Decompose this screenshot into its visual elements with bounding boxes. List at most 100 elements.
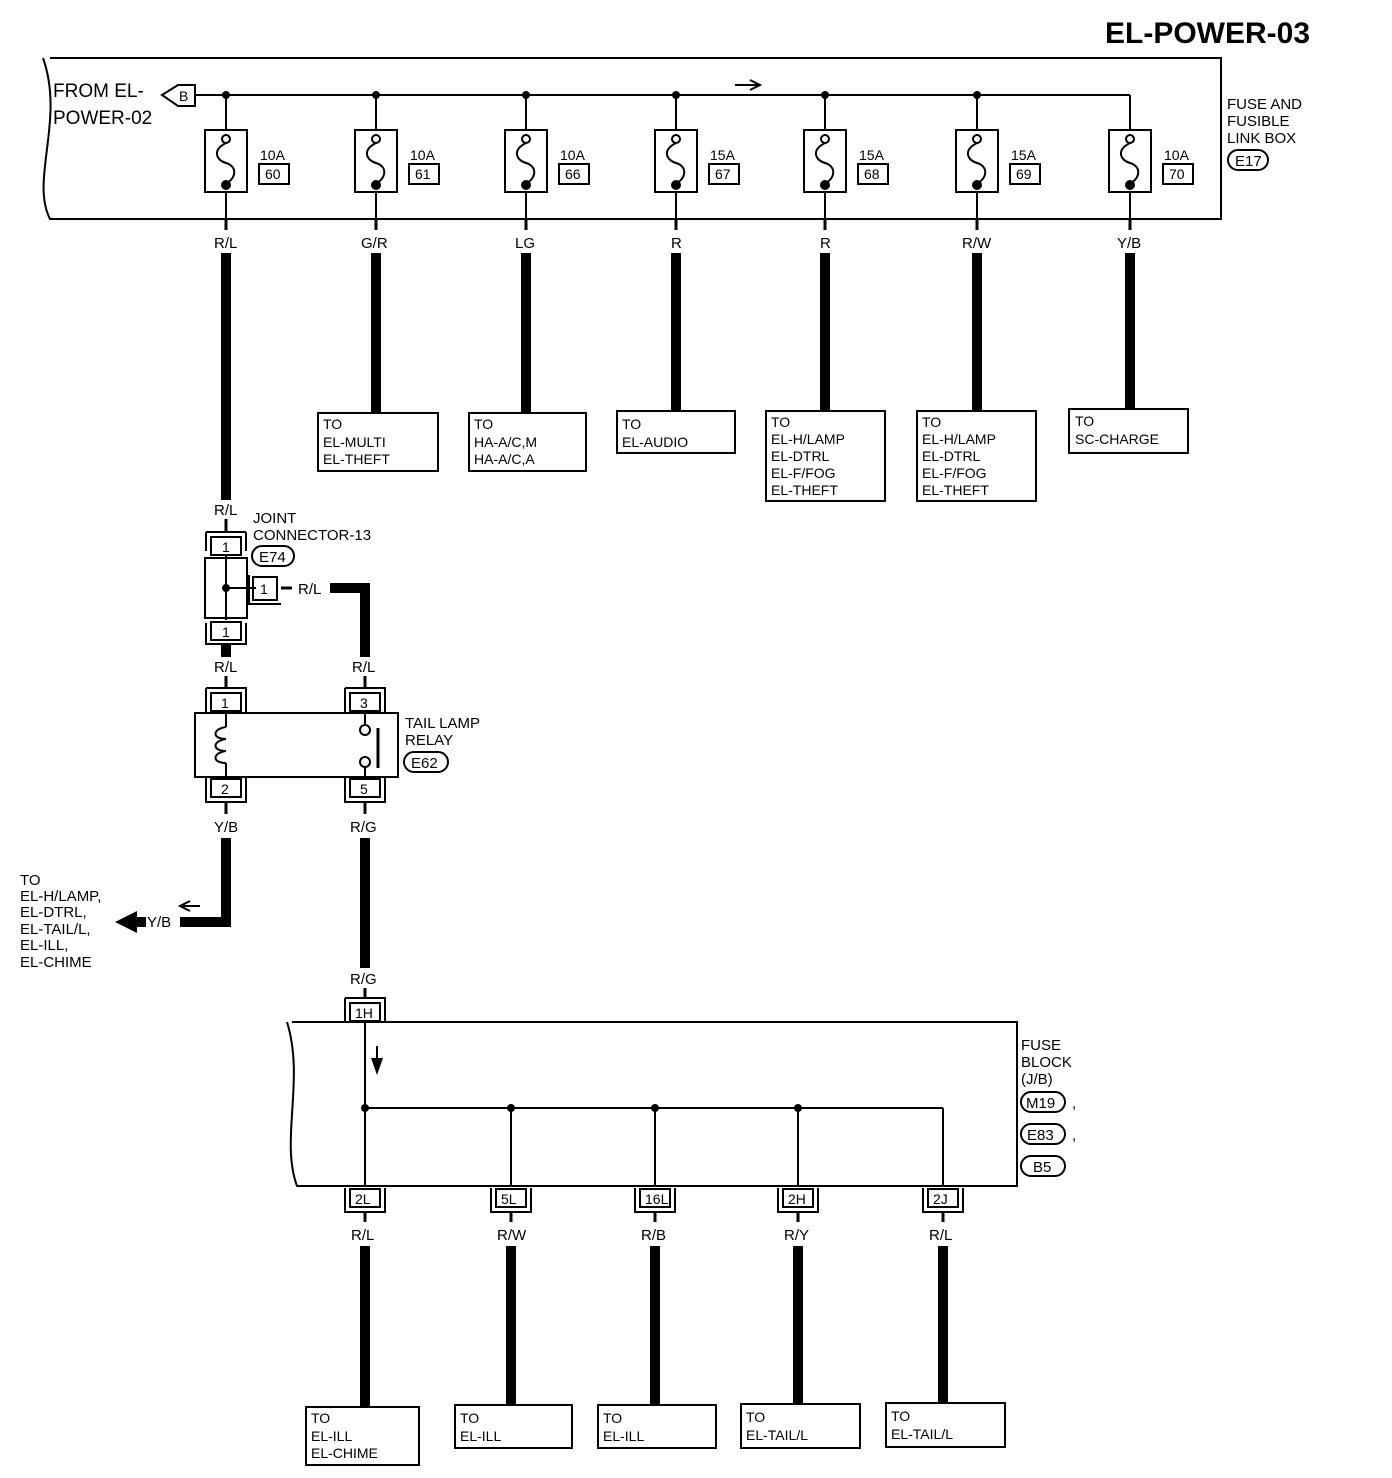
- dest-box-ill-1: TO EL-ILL: [454, 1404, 573, 1449]
- page-title: EL-POWER-03: [1105, 17, 1310, 50]
- dest-box-tail-1: TO EL-TAIL/L: [740, 1403, 861, 1449]
- dest-box-headlamp-1: TO EL-H/LAMP EL-DTRL EL-F/FOG EL-THEFT: [765, 410, 886, 502]
- fuseblock-label-line1: FUSE: [1021, 1037, 1061, 1054]
- joint-wire-side: R/L: [298, 581, 321, 598]
- svg-text:EL-DTRL: EL-DTRL: [771, 448, 830, 464]
- output-wire: R/B: [641, 1227, 666, 1244]
- output-pin: 2L: [355, 1191, 371, 1207]
- relay-pin5-wire: R/G: [350, 819, 377, 836]
- fuseblock-connector-e83: E83 ,: [1020, 1123, 1076, 1145]
- fuse-bus: [195, 79, 1131, 130]
- fuse-number: 69: [1016, 166, 1032, 182]
- left-arrow-head: [115, 911, 137, 933]
- fuse-amp: 10A: [260, 147, 286, 163]
- fuse-link-box: [42, 57, 1222, 220]
- svg-text:EL-THEFT: EL-THEFT: [771, 482, 838, 498]
- svg-text:TO: TO: [323, 416, 342, 432]
- svg-text:TO: TO: [746, 1409, 765, 1425]
- from-connector-arrow: B: [160, 84, 196, 107]
- fuse-amp: 10A: [1164, 147, 1190, 163]
- fuse-box-connector: E17: [1235, 153, 1262, 170]
- svg-text:EL-H/LAMP: EL-H/LAMP: [922, 431, 996, 447]
- fuseblock-flow-arrow: [371, 1058, 383, 1075]
- fuseblock-output-5L: 5LR/W: [490, 1188, 532, 1405]
- fuse-69-wire: R/W: [962, 235, 992, 252]
- fuseblock-output-16L: 16L R/B: [634, 1188, 676, 1405]
- fuseblock-input-pin: 1H: [355, 1005, 373, 1021]
- wire-relay-to-left: [180, 838, 231, 927]
- output-wire: R/L: [929, 1227, 952, 1244]
- output-wire: R/Y: [784, 1227, 809, 1244]
- svg-text:TO: TO: [603, 1410, 622, 1426]
- svg-text:,: ,: [1072, 1127, 1076, 1144]
- svg-text:,: ,: [1072, 1095, 1076, 1112]
- svg-text:SC-CHARGE: SC-CHARGE: [1075, 431, 1159, 447]
- dest-box-tail-2: TO EL-TAIL/L: [885, 1402, 1006, 1448]
- joint-connector-badge: E74: [251, 545, 295, 567]
- svg-text:EL-CHIME: EL-CHIME: [20, 954, 92, 971]
- svg-text:EL-TAIL/L: EL-TAIL/L: [746, 1427, 808, 1443]
- fuse-number: 66: [565, 166, 581, 182]
- fuseblock-connector-b5: B5: [1020, 1155, 1066, 1177]
- dest-box-hvac: TO HA-A/C,M HA-A/C,A: [468, 412, 587, 472]
- fuseblock-output-2J: 2J R/L: [922, 1188, 964, 1403]
- joint-label-line1: JOINT: [253, 510, 296, 527]
- dest-box-headlamp-2: TO EL-H/LAMP EL-DTRL EL-F/FOG EL-THEFT: [916, 410, 1037, 502]
- svg-text:TO: TO: [20, 872, 41, 889]
- left-destination-text: TO EL-H/LAMP, EL-DTRL, EL-TAIL/L, EL-ILL…: [20, 872, 101, 971]
- svg-text:EL-ILL: EL-ILL: [311, 1428, 352, 1444]
- dest-box-charge: TO SC-CHARGE: [1068, 408, 1189, 454]
- svg-text:EL-CHIME: EL-CHIME: [311, 1445, 378, 1461]
- output-wire: R/L: [351, 1227, 374, 1244]
- fuse-number: 68: [864, 166, 880, 182]
- dest-box-ill-2: TO EL-ILL: [597, 1404, 717, 1449]
- from-connector-letter: B: [179, 88, 188, 104]
- joint-wire-above: R/L: [214, 502, 237, 519]
- svg-text:EL-ILL: EL-ILL: [603, 1428, 644, 1444]
- svg-text:TO: TO: [460, 1410, 479, 1426]
- svg-text:1: 1: [260, 581, 268, 597]
- left-wire-label: Y/B: [147, 914, 171, 931]
- svg-text:TO: TO: [622, 416, 641, 432]
- fuse-box-label-line2: FUSIBLE: [1227, 113, 1290, 130]
- svg-text:2: 2: [221, 781, 229, 797]
- svg-text:HA-A/C,M: HA-A/C,M: [474, 434, 537, 450]
- svg-text:EL-ILL: EL-ILL: [460, 1428, 501, 1444]
- svg-text:TO: TO: [1075, 413, 1094, 429]
- svg-text:EL-THEFT: EL-THEFT: [922, 482, 989, 498]
- wire-joint-to-relay: [330, 583, 370, 657]
- svg-text:3: 3: [360, 695, 368, 711]
- svg-text:1: 1: [222, 624, 230, 640]
- output-pin: 2J: [933, 1191, 948, 1207]
- relay-pin3-wire: R/L: [352, 659, 375, 676]
- svg-text:EL-AUDIO: EL-AUDIO: [622, 434, 688, 450]
- fuse-box-label-line1: FUSE AND: [1227, 96, 1302, 113]
- svg-text:HA-A/C,A: HA-A/C,A: [474, 451, 535, 467]
- fuse-box-connector-badge: E17: [1227, 149, 1269, 171]
- svg-text:B5: B5: [1033, 1159, 1051, 1176]
- dest-box-audio: TO EL-AUDIO: [616, 410, 736, 454]
- svg-text:EL-H/LAMP: EL-H/LAMP: [771, 431, 845, 447]
- fuse-amp: 15A: [710, 147, 736, 163]
- fuse-box-label-line3: LINK BOX: [1227, 130, 1296, 147]
- svg-text:1: 1: [222, 539, 230, 555]
- fuse-number: 61: [415, 166, 431, 182]
- fuse-66-wire: LG: [515, 235, 535, 252]
- svg-text:EL-F/FOG: EL-F/FOG: [922, 465, 987, 481]
- fuse-amp: 10A: [410, 147, 436, 163]
- fuse-60-wire: R/L: [214, 235, 237, 252]
- fuseblock-input-wire: R/G: [350, 971, 377, 988]
- svg-text:EL-TAIL/L: EL-TAIL/L: [891, 1426, 953, 1442]
- fuse-number: 70: [1169, 166, 1185, 182]
- joint-label-line2: CONNECTOR-13: [253, 527, 371, 544]
- output-pin: 16L: [645, 1191, 669, 1207]
- fuse-61-wire: G/R: [361, 235, 388, 252]
- svg-text:TO: TO: [891, 1408, 910, 1424]
